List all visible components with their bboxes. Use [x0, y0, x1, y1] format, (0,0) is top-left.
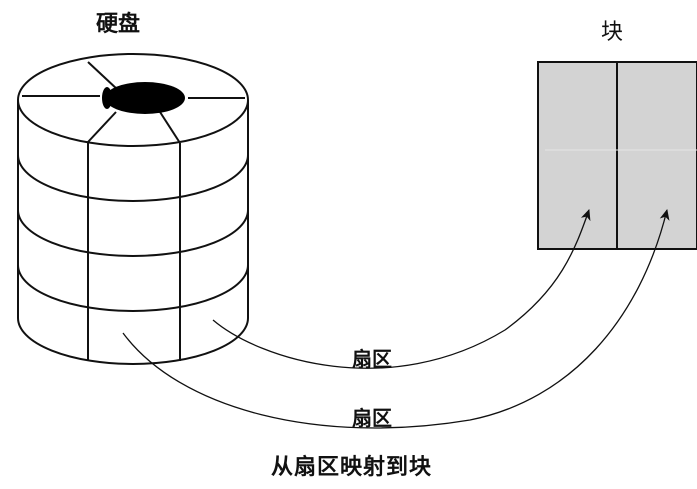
top-sector-line: [159, 111, 181, 144]
platter-ring: [17, 264, 249, 312]
disk-title: 硬盘: [96, 12, 141, 37]
hard-disk: [17, 53, 249, 365]
top-sector-line: [87, 61, 119, 91]
diagram-caption: 从扇区映射到块: [271, 455, 433, 480]
disk-hub-edge: [102, 87, 112, 109]
mapping-arrow-1: [212, 209, 591, 369]
platter-ring: [17, 154, 249, 202]
sector-label-1: 扇区: [352, 347, 392, 371]
platter-ring: [17, 209, 249, 257]
disk-hub: [105, 82, 185, 114]
block-title: 块: [601, 20, 624, 45]
top-sector-line: [87, 111, 117, 143]
sector-label-2: 扇区: [352, 406, 392, 430]
block: [537, 61, 697, 250]
mapping-arrow-2: [122, 209, 670, 429]
